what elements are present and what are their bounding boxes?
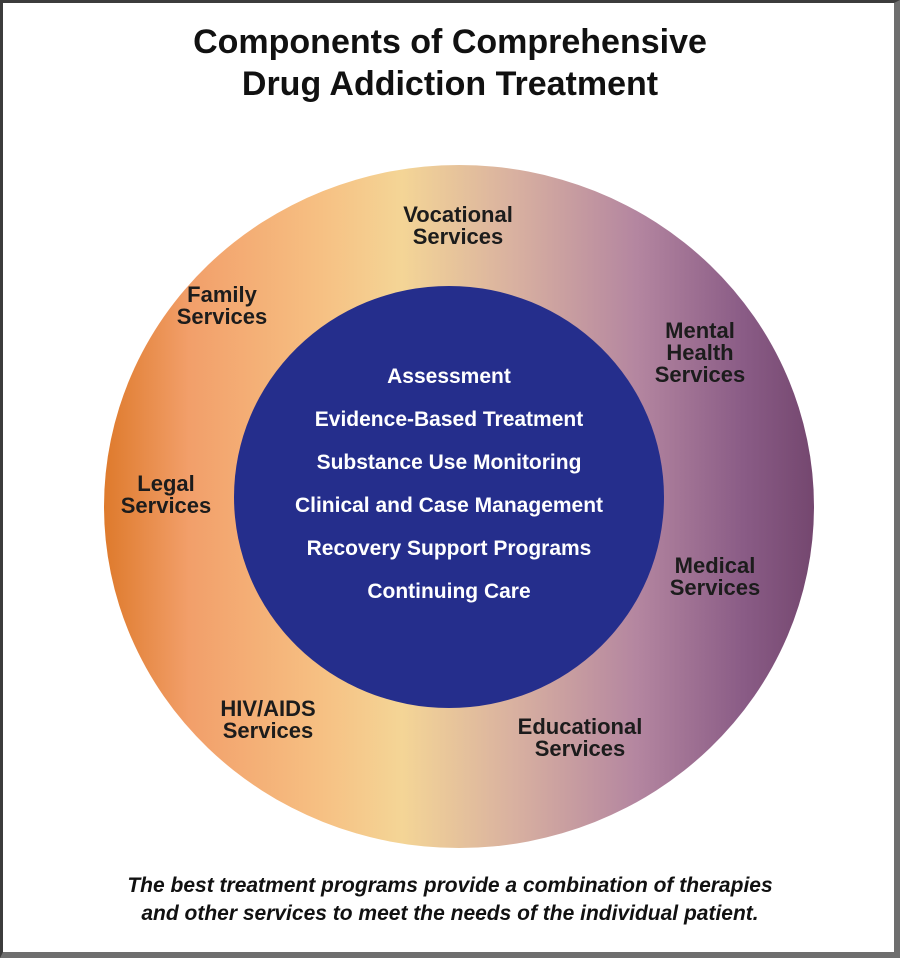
educational-services-label: Educational Services (517, 714, 643, 761)
core-item-clinical-case-management: Clinical and Case Management (294, 494, 604, 517)
core-treatment-circle (234, 286, 664, 708)
diagram-title-line-2: Drug Addiction Treatment (241, 65, 659, 103)
core-item-continuing-care: Continuing Care (367, 580, 531, 603)
core-item-evidence-based-treatment: Evidence-Based Treatment (314, 408, 584, 431)
hiv-aids-services-label: HIV/AIDS Services (220, 696, 316, 743)
core-item-substance-use-monitoring: Substance Use Monitoring (316, 451, 582, 474)
legal-services-label: Legal Services (120, 471, 212, 518)
medical-services-label: Medical Services (669, 553, 761, 600)
core-item-assessment: Assessment (387, 365, 511, 388)
family-services-label: Family Services (176, 282, 268, 329)
vocational-services-label: Vocational Services (403, 202, 513, 249)
core-item-recovery-support-programs: Recovery Support Programs (306, 537, 592, 560)
caption-line-1: The best treatment programs provide a co… (127, 874, 773, 897)
diagram-title-line-1: Components of Comprehensive (193, 23, 707, 61)
caption-line-2: and other services to meet the needs of … (141, 902, 759, 925)
mental-health-services-label: Mental Health Services (654, 318, 746, 387)
